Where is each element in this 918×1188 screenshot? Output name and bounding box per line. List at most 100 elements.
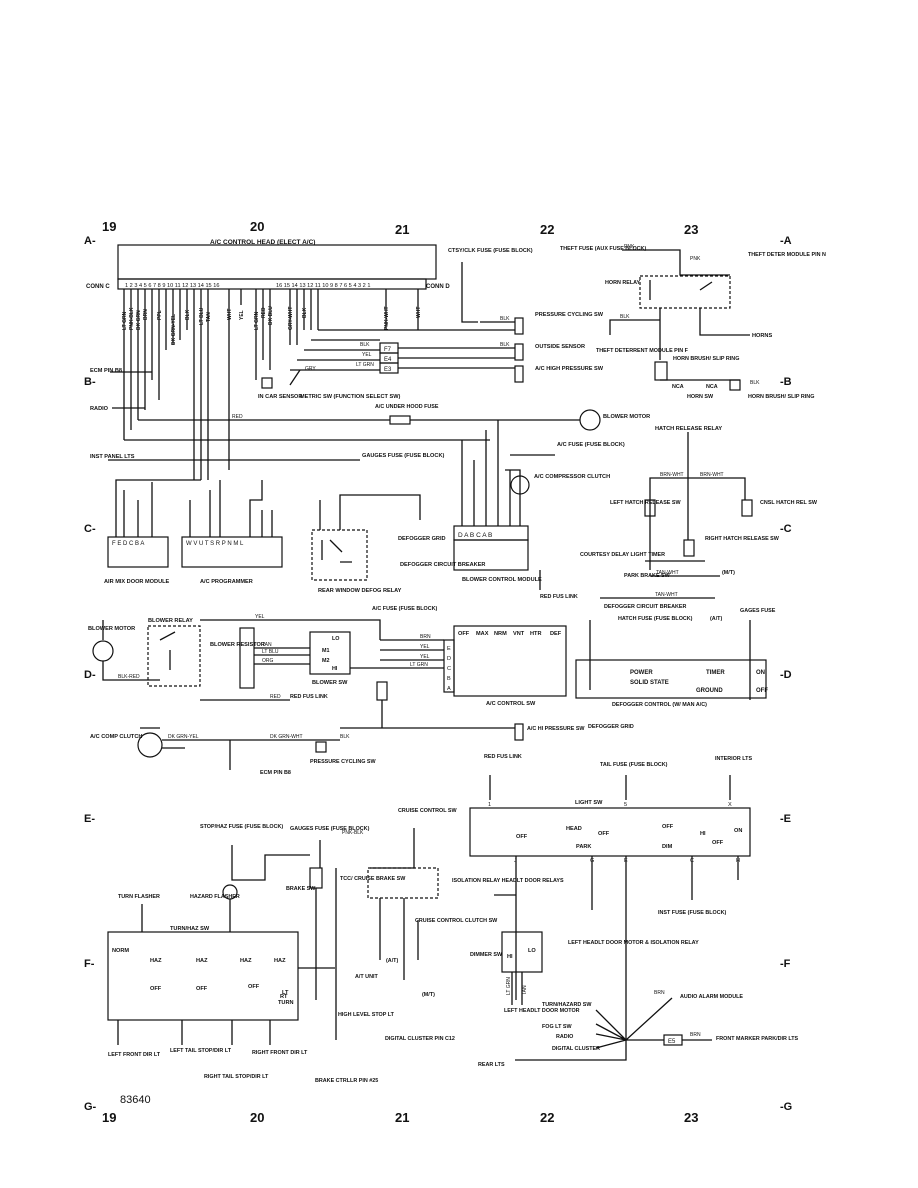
on-label: ON	[756, 670, 765, 676]
ac-mode: DEF	[550, 631, 562, 637]
digital-cluster: DIGITAL CLUSTER	[552, 1046, 600, 1052]
pressure-cycling-sw-2: PRESSURE CYCLING SW	[310, 759, 377, 765]
wire-label: BLK	[185, 309, 191, 320]
wire-label: BLK	[360, 342, 370, 348]
light-pin: 5	[624, 802, 627, 808]
wire-label: BRN	[143, 309, 149, 320]
red-fus-link-2: RED FUS LINK	[290, 694, 328, 700]
blower-sw-pos: M1	[322, 648, 330, 654]
blower-ctrl-pins: D A B C A B	[458, 532, 492, 539]
audio-alarm: AUDIO ALARM MODULE	[680, 994, 743, 1000]
ac-control-switch: A/C FUSE (FUSE BLOCK) OFF MAX NRM VNT HT…	[350, 606, 567, 728]
inst-fuse: INST FUSE (FUSE BLOCK)	[658, 910, 726, 916]
col-label-top: 19	[102, 219, 116, 234]
wire-label: LT BLU	[199, 307, 205, 325]
light-switch: RED FUS LINK TAIL FUSE (FUSE BLOCK) INTE…	[452, 754, 752, 1040]
row-label-right: -G	[780, 1101, 792, 1113]
row-label-left: B-	[84, 376, 96, 388]
gages-fuse: GAGES FUSE	[740, 608, 776, 614]
light-pos: OFF	[712, 840, 724, 846]
park-brake-sw: PARK BRAKE SW	[624, 573, 671, 579]
wire-label: TAN-WHT	[656, 570, 679, 576]
th-pos: OFF	[150, 986, 162, 992]
ac-mode: MAX	[476, 631, 489, 637]
row-label-right: -D	[780, 669, 792, 681]
light-pin: 1	[488, 802, 491, 808]
ac-mode: NRM	[494, 631, 507, 637]
compressor-clutch-circuit: A/C COMP CLUTCH A/C HI PRESSURE SW PRESS…	[90, 723, 585, 776]
courtesy-timer: COURTESY DELAY LIGHT TIMER	[580, 552, 665, 558]
wire-label: PNK	[690, 256, 701, 262]
air-mix-name: AIR MIX DOOR MODULE	[104, 579, 170, 585]
tail-fuse: TAIL FUSE (FUSE BLOCK)	[600, 762, 668, 768]
brake-ctrllr: BRAKE CTRLLR PIN #25	[315, 1078, 378, 1084]
right-hatch-sw: RIGHT HATCH RELEASE SW	[705, 536, 780, 542]
row-label-right: -F	[780, 958, 791, 970]
light-pos: PARK	[576, 844, 591, 850]
pressure-cycling-sw: PRESSURE CYCLING SW	[535, 312, 604, 318]
red-fus-link-3: RED FUS LINK	[484, 754, 522, 760]
inst-panel-lts: INST PANEL LTS	[90, 454, 135, 460]
wire-label: BRN	[690, 1032, 701, 1038]
th-pos: OFF	[196, 986, 208, 992]
wire-label: DK GRN-YEL	[171, 314, 177, 345]
turn-hazard-switch: STOP/HAZ FUSE (FUSE BLOCK) TURN FLASHER …	[107, 824, 335, 1080]
wire-label: TAN	[262, 642, 272, 648]
figure-id: 83640	[120, 1094, 151, 1106]
ac-head-pins-d: 16 15 14 13 12 11 10 9 8 7 6 5 4 3 2 1	[276, 283, 370, 289]
col-label-top: 21	[395, 222, 409, 237]
hatch-fuse: HATCH FUSE (FUSE BLOCK)	[618, 616, 693, 622]
dimmer-name: DIMMER SW	[470, 952, 503, 958]
wire-label: LT GRN	[506, 977, 512, 995]
mt-label: (M/T)	[722, 570, 735, 576]
underhood-fuse-label: A/C UNDER HOOD FUSE	[375, 404, 439, 410]
light-pos: OFF	[662, 824, 674, 830]
blower-motor-2: BLOWER MOTOR	[88, 626, 135, 632]
light-sw-name: LIGHT SW	[575, 800, 603, 806]
row-label-left: C-	[84, 523, 96, 535]
right-front-dir: RIGHT FRONT DIR LT	[252, 1050, 308, 1056]
ac-mode: HTR	[530, 631, 542, 637]
blower-sw-pos: M2	[322, 658, 330, 664]
horn-circuit: THEFT FUSE (AUX FUSE BLOCK) THEFT DETER …	[560, 244, 826, 400]
row-label-right: -B	[780, 376, 792, 388]
wire-label: PNK-BLK	[342, 830, 364, 836]
row-label-left: D-	[84, 669, 96, 681]
brown-bus: E5 AUDIO ALARM MODULE TURN/HAZARD SW FOG…	[478, 990, 799, 1068]
horn-brush-2: HORN BRUSH/ SLIP RING	[748, 394, 814, 400]
digital-cluster-c12: DIGITAL CLUSTER PIN C12	[385, 1036, 455, 1042]
sensors-block: F7 E4 E3 PRESSURE CYCLING SW OUTSIDE SEN…	[90, 312, 604, 461]
wire-label: RED	[261, 307, 267, 318]
th-pos: HAZ	[274, 958, 286, 964]
wire-label: PPL	[157, 310, 163, 320]
blower-control-module: D A B C A B BLOWER CONTROL MODULE A/C CO…	[453, 420, 625, 600]
wire-label: GRY-WHT	[288, 307, 294, 330]
wire-label: WHT	[416, 307, 422, 318]
wire-label: PNK-WHT	[384, 306, 390, 330]
left-headlt-motor: LEFT HEADLT DOOR MOTOR	[504, 1008, 580, 1014]
row-label-right: -E	[780, 813, 791, 825]
ac-pin: B	[447, 676, 451, 682]
ac-head-pins-c: 1 2 3 4 5 6 7 8 9 10 11 12 13 14 15 16	[125, 283, 219, 289]
rear-defog-name: REAR WINDOW DEFOG RELAY	[318, 588, 402, 594]
col-label-bottom: 23	[684, 1110, 698, 1125]
programmer-name: A/C PROGRAMMER	[200, 579, 253, 585]
theft-fuse: THEFT FUSE (AUX FUSE BLOCK)	[560, 246, 646, 252]
wire-label: TAN	[206, 312, 212, 322]
wire-label: YEL	[362, 352, 372, 358]
hi-pressure-sw: A/C HI PRESSURE SW	[527, 726, 585, 732]
light-pos: ON	[734, 828, 742, 834]
wire-label: YEL	[420, 644, 430, 650]
col-label-bottom: 20	[250, 1110, 264, 1125]
isolation-relay: ISOLATION RELAY HEADLT DOOR RELAYS	[452, 878, 564, 884]
dimmer-lo: LO	[528, 948, 536, 954]
dimmer-switch: DIMMER SW HI LO LEFT HEADLT DOOR MOTOR L…	[470, 931, 580, 1014]
e5-label: E5	[668, 1039, 676, 1045]
ac-pin: E	[447, 646, 451, 652]
turn-flasher: TURN FLASHER	[118, 894, 160, 900]
blower-sw-pos: LO	[332, 636, 340, 642]
rear-window-defog-relay: REAR WINDOW DEFOG RELAY DEFOGGER GRID DE…	[311, 494, 485, 594]
theft-module-f: THEFT DETERRENT MODULE PIN F	[596, 348, 689, 354]
